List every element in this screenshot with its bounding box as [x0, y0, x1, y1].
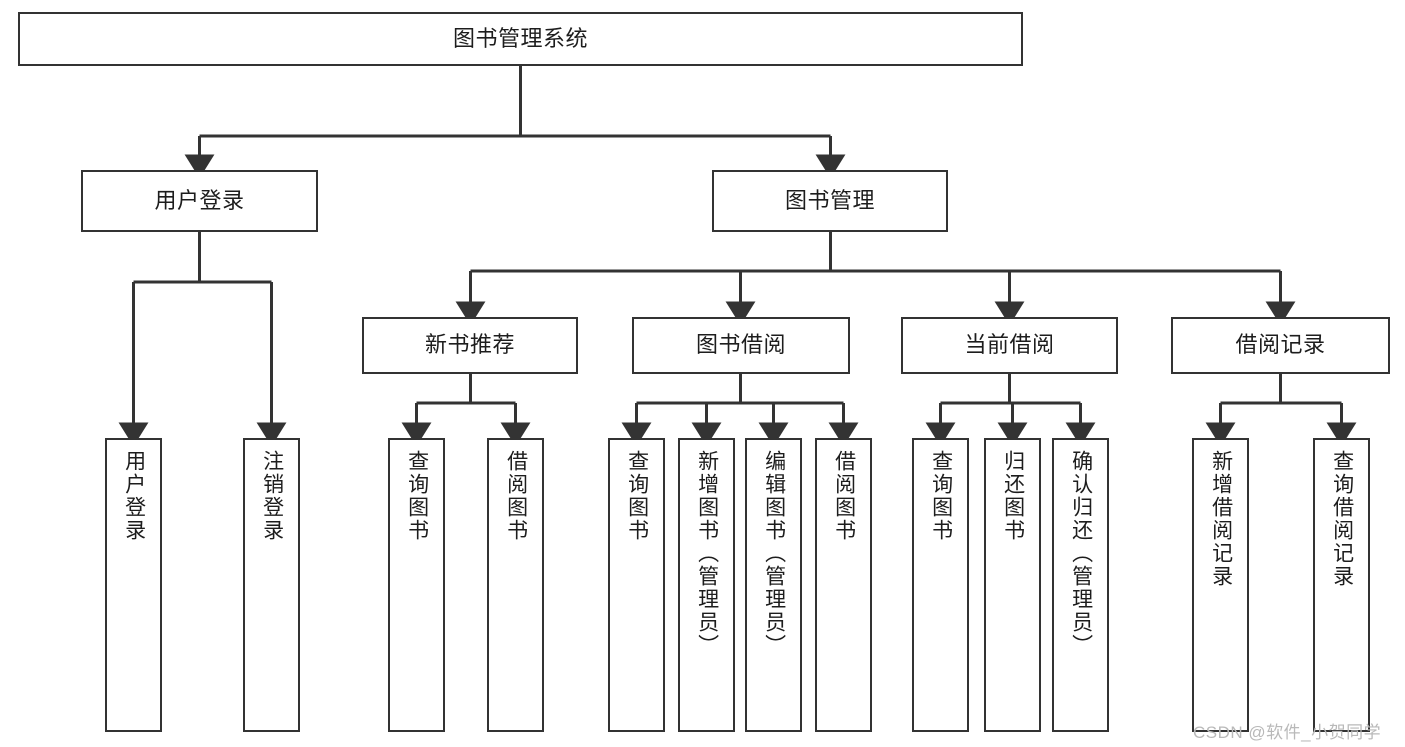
node-new-book-recommend[interactable]: 新书推荐: [362, 317, 578, 374]
node-root[interactable]: 图书管理系统: [18, 12, 1023, 66]
node-leaf-confirm-return-admin[interactable]: 确认归还（管理员）: [1052, 438, 1109, 732]
node-user-login-label: 用户登录: [154, 187, 245, 213]
node-leaf-add-book-admin[interactable]: 新增图书（管理员）: [678, 438, 735, 732]
node-current-borrow-label: 当前借阅: [964, 332, 1055, 358]
node-book-borrow[interactable]: 图书借阅: [632, 317, 850, 374]
node-leaf-query-book-recommend-label: 查询图书: [405, 450, 429, 542]
node-leaf-borrow-book-recommend[interactable]: 借阅图书: [487, 438, 544, 732]
node-leaf-query-book-borrow[interactable]: 查询图书: [608, 438, 665, 732]
node-root-label: 图书管理系统: [452, 25, 588, 51]
node-leaf-return-book-label: 归还图书: [1001, 450, 1025, 542]
node-leaf-query-book-borrow-label: 查询图书: [625, 450, 649, 542]
node-user-login[interactable]: 用户登录: [81, 170, 318, 232]
node-book-borrow-label: 图书借阅: [695, 332, 786, 358]
node-new-book-recommend-label: 新书推荐: [424, 332, 515, 358]
node-current-borrow[interactable]: 当前借阅: [901, 317, 1118, 374]
node-leaf-query-book-current[interactable]: 查询图书: [912, 438, 969, 732]
node-leaf-add-book-admin-label: 新增图书（管理员）: [695, 450, 719, 657]
node-leaf-borrow-book-borrow-label: 借阅图书: [832, 450, 856, 542]
node-leaf-edit-book-admin-label: 编辑图书（管理员）: [762, 450, 786, 657]
node-leaf-borrow-book-recommend-label: 借阅图书: [504, 450, 528, 542]
node-leaf-query-borrow-record-label: 查询借阅记录: [1330, 450, 1354, 588]
node-borrow-record[interactable]: 借阅记录: [1171, 317, 1390, 374]
node-leaf-borrow-book-borrow[interactable]: 借阅图书: [815, 438, 872, 732]
node-leaf-confirm-return-admin-label: 确认归还（管理员）: [1069, 450, 1093, 657]
node-leaf-query-borrow-record[interactable]: 查询借阅记录: [1313, 438, 1370, 732]
node-leaf-add-borrow-record[interactable]: 新增借阅记录: [1192, 438, 1249, 732]
node-leaf-edit-book-admin[interactable]: 编辑图书（管理员）: [745, 438, 802, 732]
node-leaf-return-book[interactable]: 归还图书: [984, 438, 1041, 732]
node-leaf-logout-login[interactable]: 注销登录: [243, 438, 300, 732]
node-book-manage[interactable]: 图书管理: [712, 170, 948, 232]
node-leaf-logout-login-label: 注销登录: [260, 450, 284, 542]
node-leaf-add-borrow-record-label: 新增借阅记录: [1209, 450, 1233, 588]
node-leaf-user-login-label: 用户登录: [122, 450, 146, 542]
node-leaf-query-book-current-label: 查询图书: [929, 450, 953, 542]
node-leaf-query-book-recommend[interactable]: 查询图书: [388, 438, 445, 732]
csdn-watermark: CSDN @软件_小贺同学: [1193, 723, 1382, 742]
node-borrow-record-label: 借阅记录: [1235, 332, 1326, 358]
node-book-manage-label: 图书管理: [784, 187, 875, 213]
node-leaf-user-login[interactable]: 用户登录: [105, 438, 162, 732]
